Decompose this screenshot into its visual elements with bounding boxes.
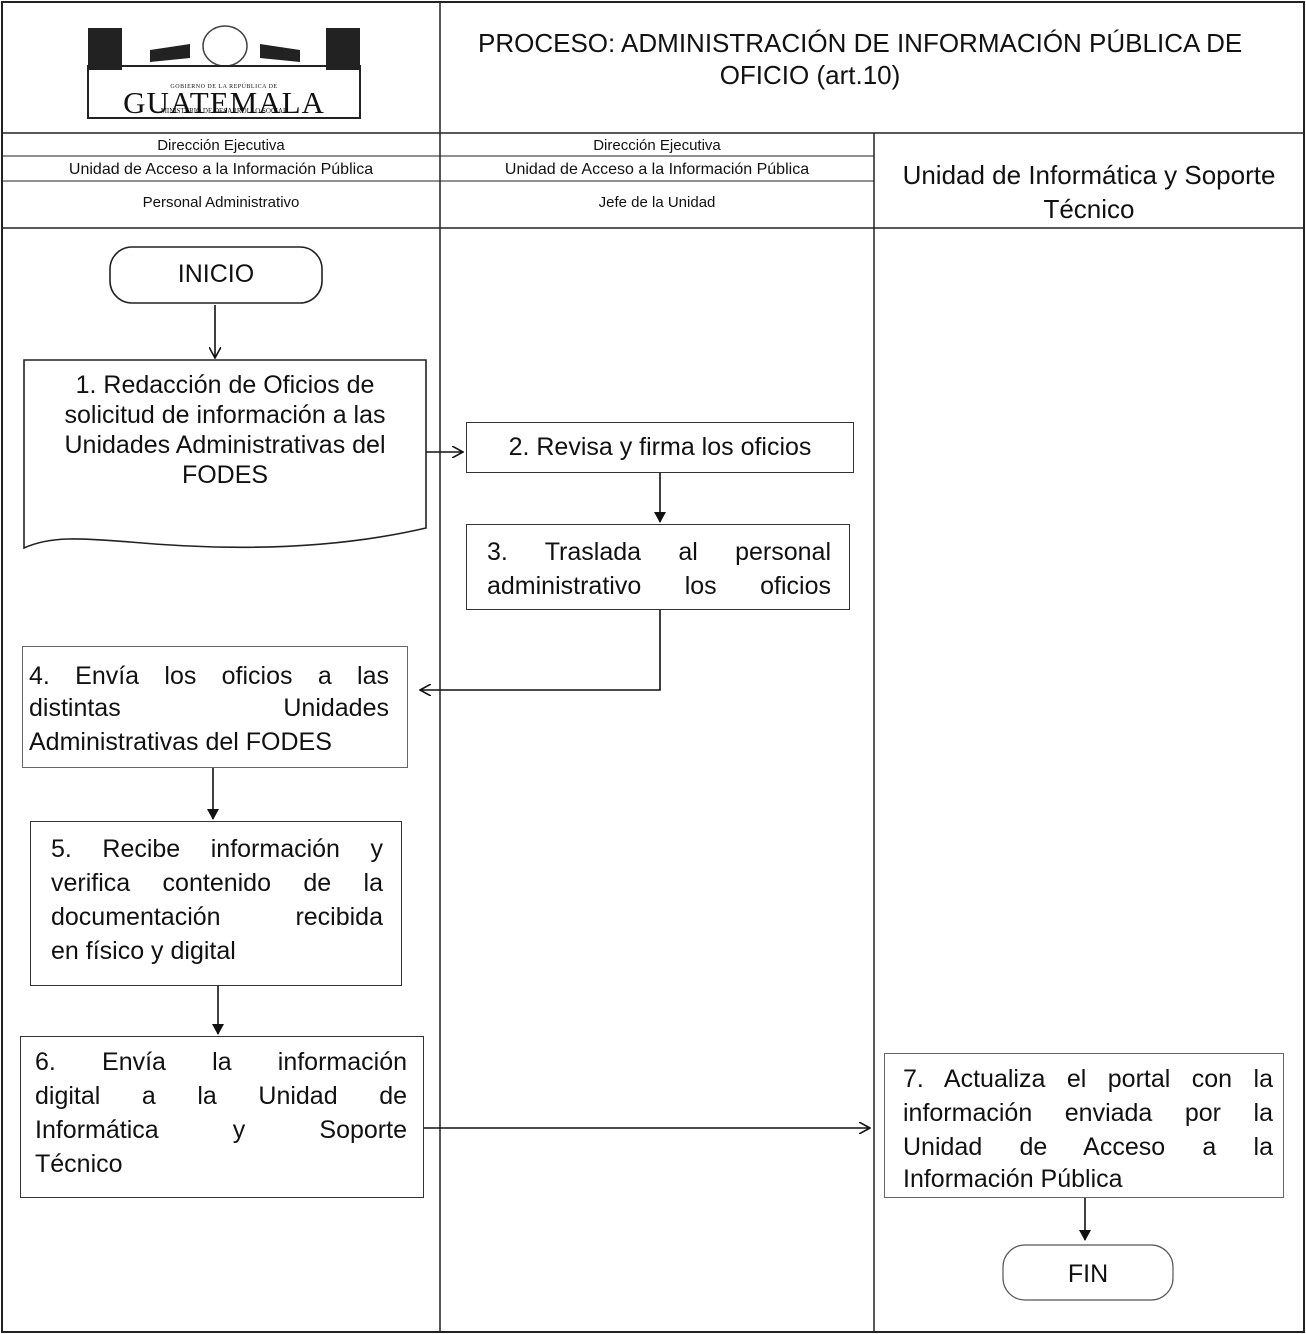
step-4-line-2: distintas Unidades bbox=[29, 694, 389, 722]
step-2-line-1: 2. Revisa y firma los oficios bbox=[508, 433, 812, 461]
step-5: 5. Recibe información y verifica conteni… bbox=[30, 821, 402, 986]
step-5-line-4: en físico y digital bbox=[51, 937, 236, 965]
step-5-line-2: verifica contenido de la bbox=[51, 869, 383, 897]
logo-flag-left bbox=[88, 28, 122, 70]
step-7-line-3: Unidad de Acceso a la bbox=[903, 1133, 1273, 1161]
start-label: INICIO bbox=[177, 260, 255, 288]
logo-flag-right bbox=[326, 28, 360, 70]
step-5-line-3: documentación recibida bbox=[51, 903, 383, 931]
step-6-line-2: digital a la Unidad de bbox=[35, 1082, 407, 1110]
step-6-line-3: Informática y Soporte bbox=[35, 1116, 407, 1144]
step-3-line-1: 3. Traslada al personal bbox=[487, 538, 831, 566]
step-7-line-1: 7. Actualiza el portal con la bbox=[903, 1065, 1273, 1093]
step-7: 7. Actualiza el portal con la informació… bbox=[884, 1053, 1284, 1198]
lane-2-header-line-1: Dirección Ejecutiva bbox=[593, 137, 721, 154]
step-4-line-3: Administrativas del FODES bbox=[29, 728, 332, 756]
step-1-line-3: Unidades Administrativas del bbox=[64, 431, 386, 459]
lane-1-header-line-3: Personal Administrativo bbox=[142, 194, 300, 211]
logo-wing-left bbox=[150, 44, 190, 62]
step-1-document-shape bbox=[23, 359, 427, 550]
step-7-line-2: información enviada por la bbox=[903, 1099, 1273, 1127]
lane-3-header-line-1: Unidad de Informática y Soporte bbox=[902, 160, 1276, 190]
lane-2-header-line-2: Unidad de Acceso a la Información Públic… bbox=[504, 161, 810, 178]
lane-3-header-line-2: Técnico bbox=[1043, 194, 1135, 224]
logo-emblem bbox=[202, 25, 248, 67]
step-1-line-4: FODES bbox=[181, 461, 269, 489]
step-6-line-1: 6. Envía la información bbox=[35, 1048, 407, 1076]
end-label: FIN bbox=[1067, 1260, 1109, 1288]
logo-top-text: GOBIERNO DE LA REPÚBLICA DE bbox=[170, 84, 278, 90]
page-title-line-2: OFICIO (art.10) bbox=[719, 60, 901, 90]
step-2: 2. Revisa y firma los oficios bbox=[466, 422, 854, 473]
logo-frame bbox=[87, 65, 361, 119]
step-5-line-1: 5. Recibe información y bbox=[51, 835, 383, 863]
step-6-line-4: Técnico bbox=[35, 1150, 123, 1178]
step-4-line-1: 4. Envía los oficios a las bbox=[29, 662, 389, 690]
lane-1-header-line-1: Dirección Ejecutiva bbox=[157, 137, 285, 154]
step-6: 6. Envía la información digital a la Uni… bbox=[20, 1036, 424, 1198]
logo-wing-right bbox=[260, 44, 300, 62]
page-title-line-1: PROCESO: ADMINISTRACIÓN DE INFORMACIÓN P… bbox=[478, 28, 1243, 58]
arrow-3-to-4 bbox=[420, 610, 661, 690]
end-terminator-shape bbox=[1002, 1244, 1174, 1301]
logo-bottom-text: MINISTERIO DE DESARROLLO SOCIAL bbox=[160, 107, 288, 115]
step-3: 3. Traslada al personal administrativo l… bbox=[466, 524, 850, 610]
lane-2-header-line-3: Jefe de la Unidad bbox=[598, 194, 716, 211]
step-3-line-2: administrativo los oficios bbox=[487, 572, 831, 600]
step-1: 1. Redacción de Oficios de solicitud de … bbox=[24, 370, 426, 490]
lane-1-header-line-2: Unidad de Acceso a la Información Públic… bbox=[68, 161, 374, 178]
step-7-line-4: Información Pública bbox=[903, 1165, 1123, 1193]
step-4: 4. Envía los oficios a las distintas Uni… bbox=[22, 646, 408, 768]
step-1-line-1: 1. Redacción de Oficios de bbox=[75, 371, 375, 399]
logo-name: GUATEMALA bbox=[123, 85, 325, 120]
step-1-line-2: solicitud de información a las bbox=[64, 401, 386, 429]
start-terminator-shape bbox=[109, 246, 323, 304]
